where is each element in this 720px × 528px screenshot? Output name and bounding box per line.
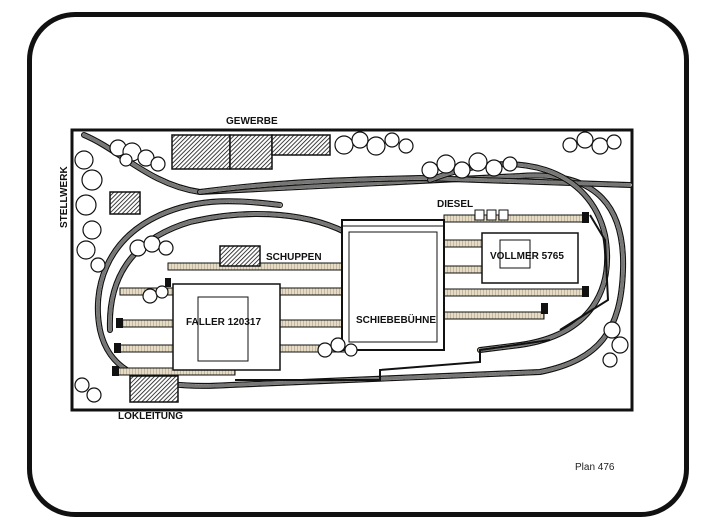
tree-cluster-top bbox=[334, 131, 414, 156]
plan-number: Plan 476 bbox=[575, 462, 615, 473]
right-shed-tracks bbox=[443, 212, 589, 320]
diesel-tanks bbox=[474, 209, 509, 221]
trees bbox=[74, 131, 629, 403]
label-schiebebuehne: SCHIEBEBÜHNE bbox=[356, 315, 437, 326]
label-schuppen: SCHUPPEN bbox=[266, 252, 322, 263]
tree-cluster-top-left bbox=[109, 139, 166, 172]
label-lokleitung: LOKLEITUNG bbox=[118, 411, 183, 422]
label-faller: FALLER 120317 bbox=[186, 317, 262, 328]
label-vollmer: VOLLMER 5765 bbox=[490, 251, 564, 262]
transfer-table bbox=[341, 219, 445, 351]
schuppen-building bbox=[219, 245, 261, 267]
tree-cluster-top-right bbox=[562, 131, 622, 155]
tree-cluster-bottom-center bbox=[317, 337, 358, 358]
tree-cluster-bottom-left bbox=[74, 377, 102, 403]
track-group bbox=[81, 132, 633, 389]
stellwerk-building bbox=[109, 191, 141, 215]
label-diesel: DIESEL bbox=[437, 199, 474, 210]
tree-cluster-left-mid bbox=[129, 235, 174, 304]
gewerbe-buildings bbox=[171, 134, 331, 170]
label-gewerbe: GEWERBE bbox=[226, 116, 278, 127]
label-stellwerk: STELLWERK bbox=[59, 166, 70, 228]
lokleitung-building bbox=[129, 375, 179, 403]
wall-lines bbox=[235, 339, 551, 381]
vollmer-building bbox=[481, 232, 579, 284]
tree-cluster-right bbox=[602, 321, 629, 368]
faller-building bbox=[172, 283, 281, 371]
tree-cluster-center-top bbox=[421, 152, 518, 179]
tree-cluster-left bbox=[74, 150, 106, 273]
